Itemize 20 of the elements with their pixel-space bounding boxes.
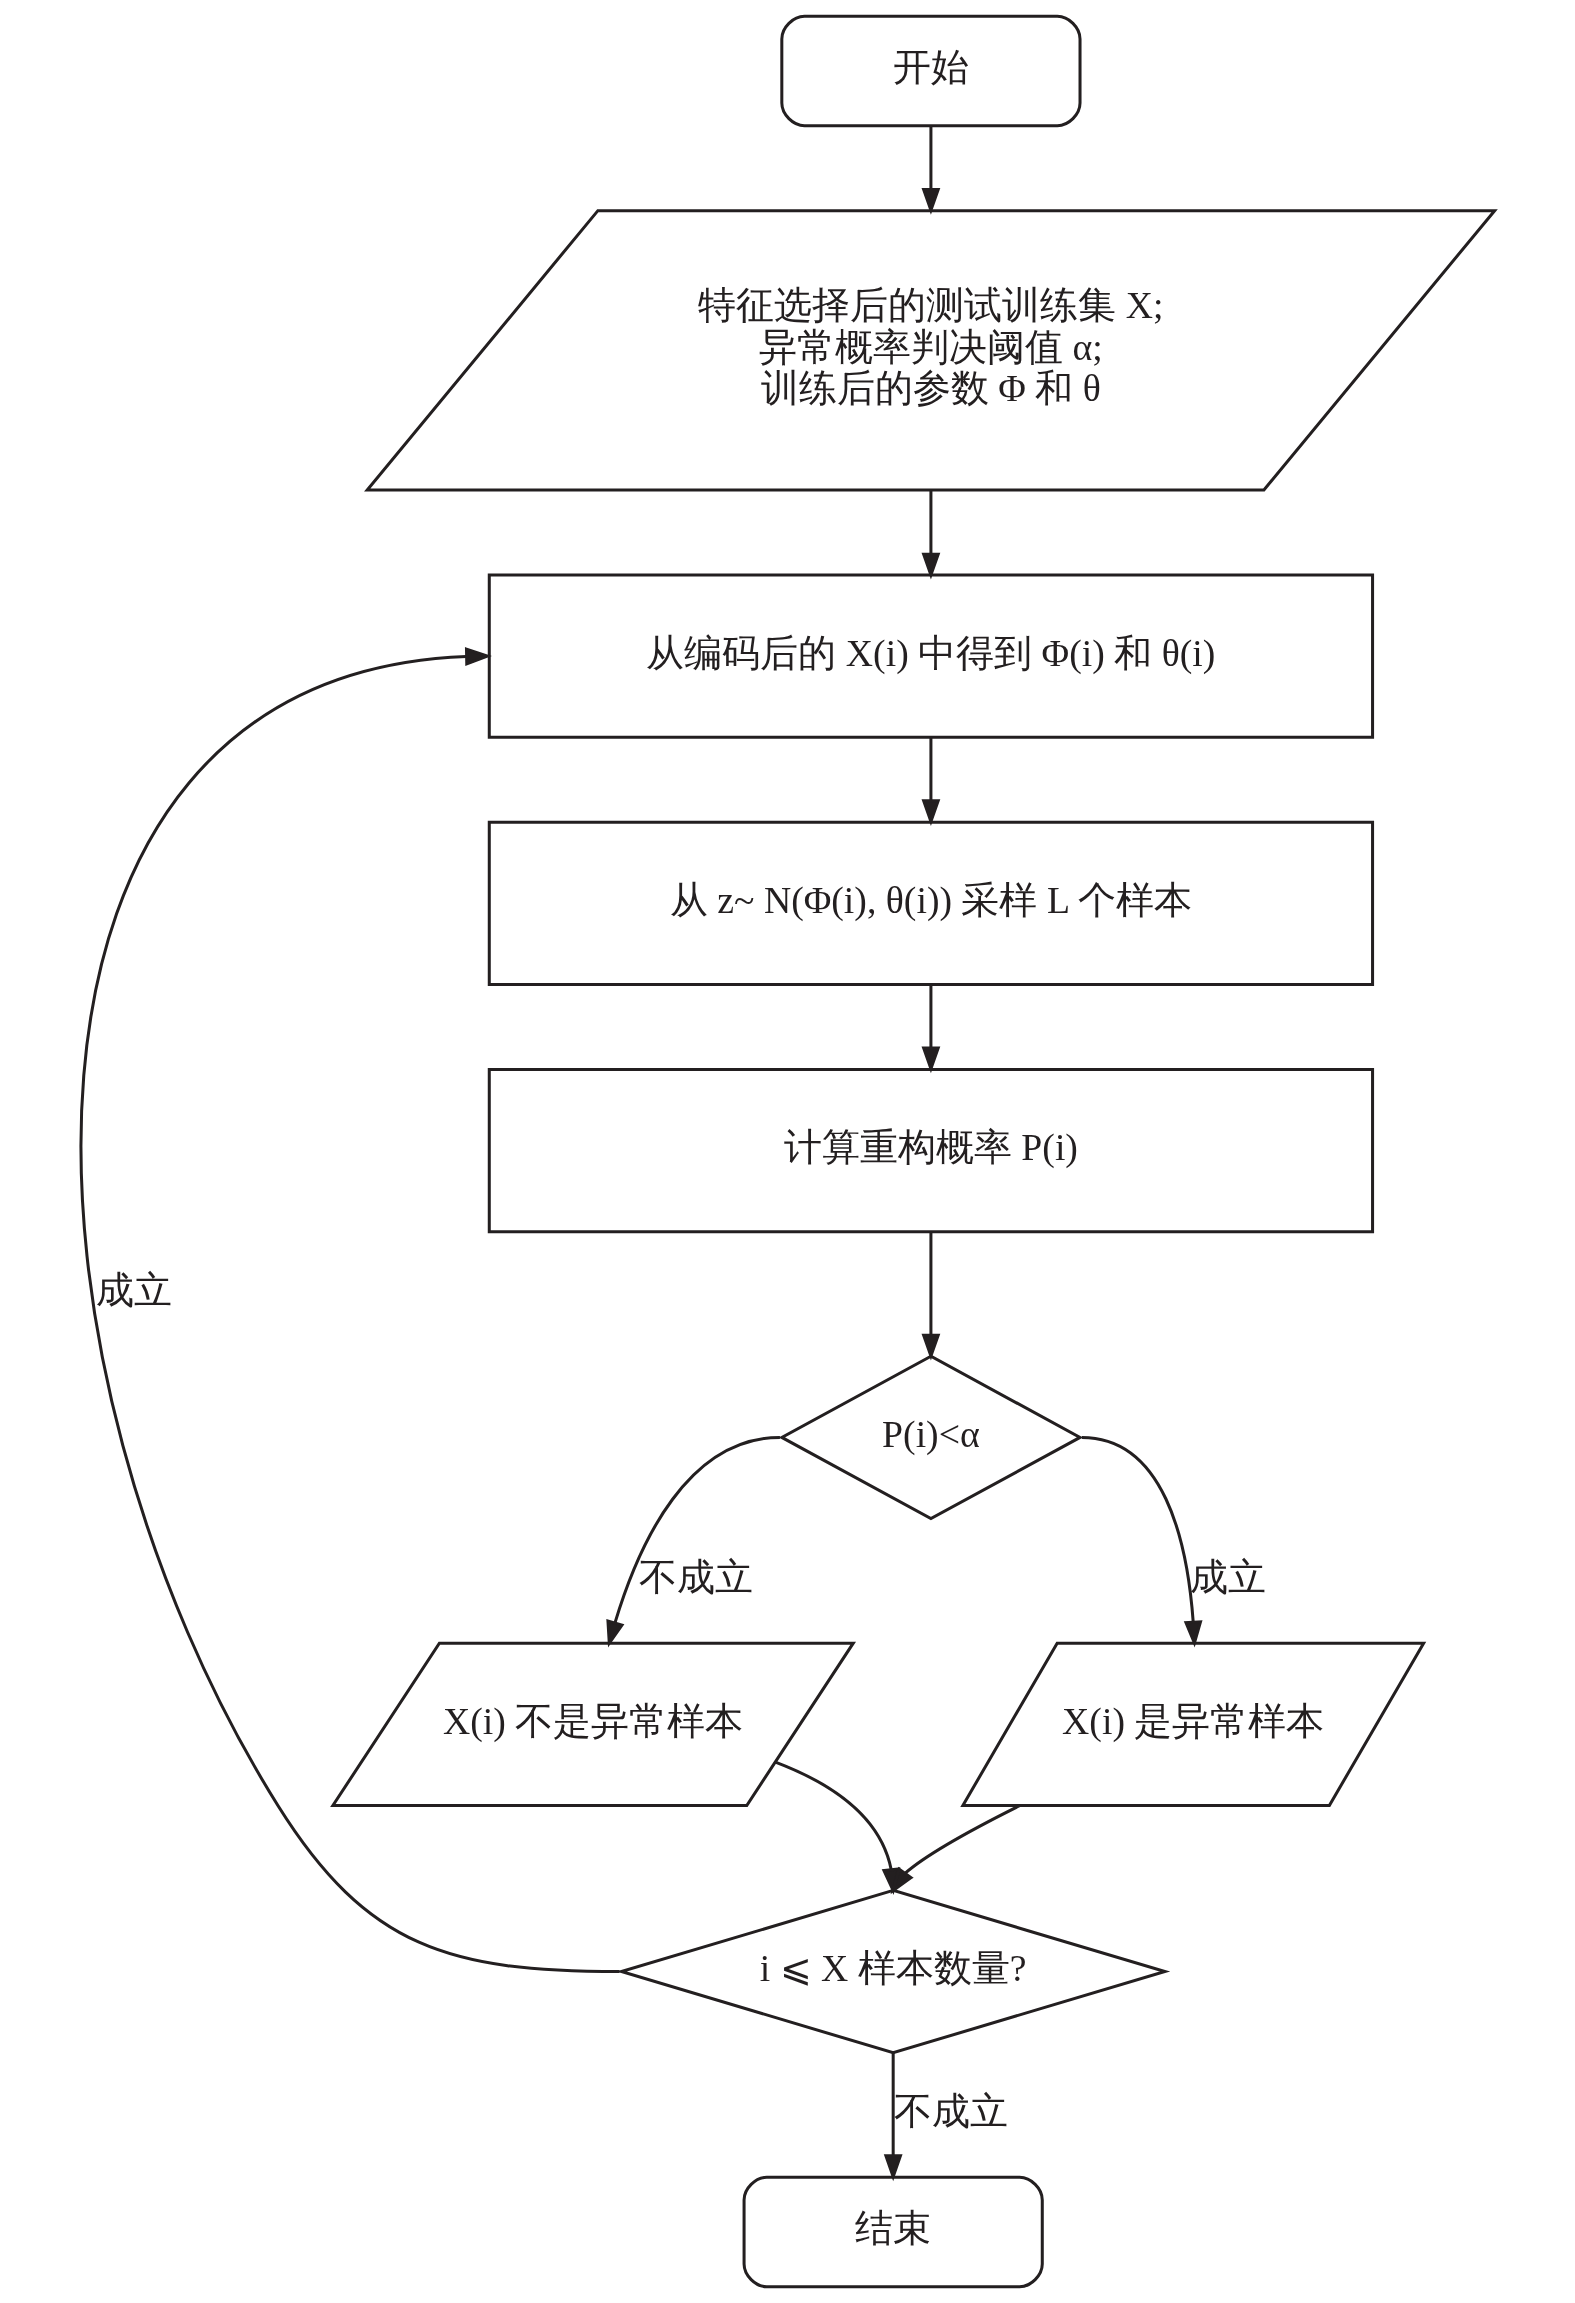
node-box: 计算重构概率 P(i) (487, 1067, 1375, 1234)
arrow (921, 984, 941, 1074)
arrow (921, 1232, 941, 1361)
arrow (921, 737, 941, 827)
node-diamond: P(i)<α (778, 1354, 1084, 1521)
edge-label: 不成立 (638, 1556, 753, 1599)
arrow (921, 126, 941, 215)
arrow (890, 1804, 1021, 1895)
arrow (606, 1435, 781, 1648)
arrow (883, 2052, 903, 2182)
node-box: 从 z~ N(Φ(i), θ(i)) 采样 L 个样本 (487, 820, 1375, 986)
node-box: 开始 (780, 14, 1082, 128)
edge-label: 成立 (1190, 1556, 1267, 1599)
node-box: 从编码后的 X(i) 中得到 Φ(i) 和 θ(i) (487, 573, 1375, 739)
edge-label: 不成立 (893, 2090, 1008, 2133)
arrow (1081, 1435, 1203, 1648)
edge-label: 成立 (95, 1269, 172, 1312)
arrow (921, 490, 941, 580)
node-box: 结束 (742, 2175, 1044, 2289)
arrow (80, 647, 620, 1974)
